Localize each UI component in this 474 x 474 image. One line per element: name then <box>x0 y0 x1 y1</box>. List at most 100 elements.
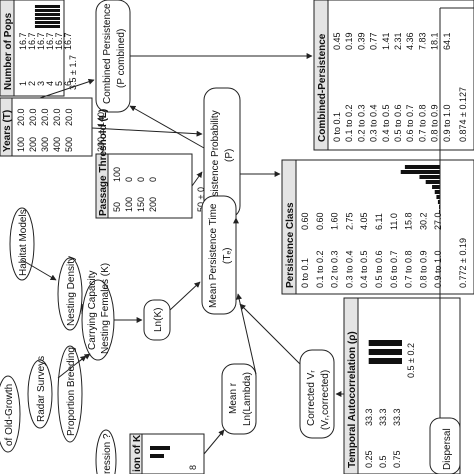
habitat-models-node: Habitat Models <box>9 207 35 281</box>
svg-text:Nesting Density: Nesting Density <box>66 256 77 326</box>
pops-title: Number of Pops <box>3 12 14 90</box>
svg-text:of Old-Growth: of Old-Growth <box>4 384 15 446</box>
passage-summary: 50 ± 0 <box>196 187 206 212</box>
svg-text:(P): (P) <box>224 149 235 162</box>
ln-k-node: Ln(K) <box>143 299 171 341</box>
mean-r-node: Mean r Ln(Lambda) <box>221 363 257 435</box>
combined-row-value: 2.31 <box>393 32 403 50</box>
persistence-class-row-label: 0.4 to 0.5 <box>359 250 369 288</box>
autocorrelation-bar <box>368 349 403 355</box>
nesting-density-node: Nesting Density <box>57 256 83 331</box>
svg-text:(P combined): (P combined) <box>116 29 127 88</box>
number-of-pops-table: Number of Pops 116.7216.7316.7416.7516.7… <box>0 0 78 97</box>
years-row-value: 20.0 <box>52 108 62 126</box>
proportion-breeding-node: Proportion Breeding <box>57 345 83 443</box>
svg-text:Nesting Females (K): Nesting Females (K) <box>100 263 111 354</box>
connectors <box>21 7 474 455</box>
persistence-class-row-value: 6.11 <box>374 213 384 230</box>
persistence-class-row-value: 4.05 <box>359 212 369 230</box>
persistence-class-table: Persistence Class 0 to 0.10.600.1 to 0.2… <box>281 159 474 295</box>
pops-row-value: 16.7 <box>27 32 37 50</box>
pops-row-value: 16.7 <box>63 32 73 50</box>
autocorrelation-title: Temporal Autocorrelation (ρ) <box>347 331 358 468</box>
pops-row-value: 16.7 <box>18 32 28 50</box>
persistence-class-row-value: 11.0 <box>389 213 399 230</box>
persistence-class-row-label: 0.6 to 0.7 <box>389 250 399 288</box>
persistence-class-row-value: 0.60 <box>300 212 310 230</box>
years-row-value: 20.0 <box>64 108 74 126</box>
combined-row-value: 4.36 <box>405 32 415 50</box>
pops-row-label: 6 <box>63 81 73 86</box>
persistence-class-row-value: 0.60 <box>315 212 325 230</box>
persistence-class-title: Persistence Class <box>285 202 296 288</box>
passage-row-value: 0 <box>136 177 146 182</box>
combined-persistence-node: Combined Persistence (P combined) <box>95 0 131 113</box>
persistence-class-row-label: 0.9 to 1.0 <box>433 250 443 288</box>
autocorrelation-row-value: 33.3 <box>392 408 402 426</box>
corrected-vr-node: Corrected Vᵣ (Vᵣ,corrected) <box>299 349 335 439</box>
passage-row-label: 150 <box>136 197 146 212</box>
regression-node: ression ? <box>95 429 117 474</box>
persistence-class-row-label: 0.7 to 0.8 <box>404 250 414 288</box>
passage-row-label: 200 <box>148 197 158 212</box>
persistence-class-bar <box>425 180 441 184</box>
combined-title: Combined-Persistence <box>317 33 328 142</box>
pops-row-label: 4 <box>45 81 55 86</box>
combined-row-value: 0.45 <box>332 32 342 50</box>
persistence-class-bar <box>434 190 440 194</box>
pops-bar <box>34 13 60 16</box>
svg-text:(Tₑ): (Tₑ) <box>222 248 233 264</box>
passage-row-value: 100 <box>112 167 122 182</box>
pops-row-label: 3 <box>36 81 46 86</box>
pops-bar <box>34 9 60 12</box>
pops-row-value: 16.7 <box>45 32 55 50</box>
persistence-class-row-label: 0.5 to 0.6 <box>374 250 384 288</box>
passage-threshold-table: Passage Threshold (L) 50100100015002000 … <box>95 109 206 219</box>
combined-row-value: 0.77 <box>369 32 379 50</box>
years-table: Years (T) 10020.020020.030020.040020.050… <box>0 97 106 157</box>
autocorrelation-row-label: 0.25 <box>364 450 374 468</box>
combined-row-label: 0.5 to 0.6 <box>393 104 403 142</box>
combined-row-label: 0.9 to 1.0 <box>442 104 452 142</box>
combined-row-label: 0 to 0.1 <box>332 112 342 142</box>
pops-summary: 3.5 ± 1.7 <box>68 55 78 90</box>
combined-row-value: 7.83 <box>417 32 427 50</box>
svg-text:Radar Surveys: Radar Surveys <box>36 356 47 422</box>
years-row-label: 200 <box>28 137 38 152</box>
persistence-class-bar <box>419 175 440 179</box>
persistence-class-bar <box>400 170 440 174</box>
pops-bar <box>34 25 60 28</box>
persistence-class-bar <box>437 200 441 204</box>
years-row-label: 100 <box>16 137 26 152</box>
radar-surveys-node: Radar Surveys <box>27 356 53 429</box>
combined-row-label: 0.1 to 0.2 <box>344 104 354 142</box>
persistence-class-row-value: 15.8 <box>404 212 414 230</box>
combined-row-label: 0.2 to 0.3 <box>356 104 366 142</box>
passage-title: Passage Threshold (L) <box>98 109 109 216</box>
persistence-class-row-label: 0.8 to 0.9 <box>418 250 428 288</box>
k-dist-title: ion of K <box>132 434 143 472</box>
svg-text:Ln(Lambda): Ln(Lambda) <box>242 372 253 426</box>
combined-row-label: 0.8 to 0.9 <box>430 104 440 142</box>
combined-summary: 0.874 ± 0.127 <box>458 87 468 142</box>
pops-row-value: 16.7 <box>36 32 46 50</box>
svg-text:(Vᵣ,corrected): (Vᵣ,corrected) <box>320 370 331 430</box>
persistence-class-row-value: 1.60 <box>330 212 340 230</box>
svg-text:Mean r: Mean r <box>228 382 239 414</box>
persistence-class-bar <box>436 195 440 199</box>
persistence-class-row-label: 0.1 to 0.2 <box>315 250 325 288</box>
passage-row-label: 100 <box>124 197 134 212</box>
pops-bar <box>34 5 60 8</box>
passage-row-value: 0 <box>124 177 134 182</box>
years-row-value: 20.0 <box>40 108 50 126</box>
persistence-class-bar <box>404 165 440 169</box>
combined-row-value: 0.19 <box>344 32 354 50</box>
years-row-label: 300 <box>40 137 50 152</box>
dispersal-node: Dispersal <box>429 417 461 474</box>
combined-row-label: 0.7 to 0.8 <box>417 104 427 142</box>
autocorrelation-row-label: 0.5 <box>378 455 388 468</box>
pops-bar <box>34 17 60 20</box>
combined-row-value: 18.1 <box>430 32 440 50</box>
